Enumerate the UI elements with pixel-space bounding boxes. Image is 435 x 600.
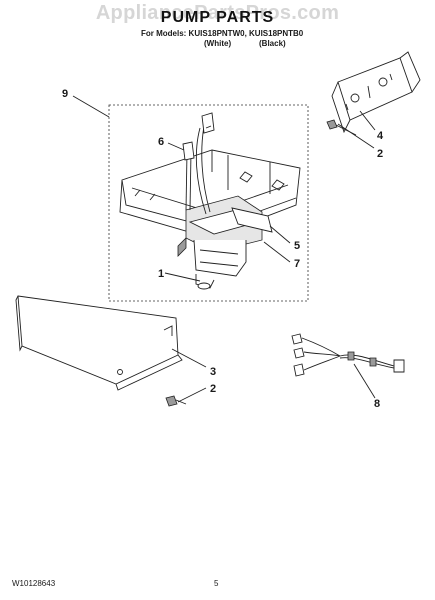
leader-7 <box>263 241 291 263</box>
leader-4 <box>359 110 376 131</box>
bracket-screw <box>326 119 357 136</box>
callout-2a: 2 <box>376 148 384 160</box>
finish-black-label: (Black) <box>259 39 286 48</box>
leader-2b <box>177 387 207 403</box>
cover-screw <box>165 395 187 407</box>
cover-plate <box>15 295 183 391</box>
callout-1: 1 <box>157 268 165 280</box>
sensor-wires <box>182 112 215 215</box>
mounting-bracket <box>331 51 421 134</box>
models-line: For Models: KUIS18PNTW0, KUIS18PNTB0 <box>141 29 304 38</box>
page-number: 5 <box>214 579 219 588</box>
callout-4: 4 <box>376 130 384 142</box>
callout-7: 7 <box>293 258 301 270</box>
callout-9: 9 <box>61 88 69 100</box>
assembly-outline <box>108 104 309 302</box>
doc-number: W10128643 <box>12 579 56 588</box>
watermark: AppliancePartsPros.com <box>95 2 340 24</box>
finish-white-label: (White) <box>204 39 232 48</box>
leader-8 <box>353 363 376 399</box>
leader-6 <box>167 142 185 151</box>
leader-3 <box>171 348 207 368</box>
pump-strap <box>231 207 273 233</box>
leader-1 <box>164 272 201 282</box>
callout-2b: 2 <box>209 383 217 395</box>
leader-9 <box>72 95 110 118</box>
callout-5: 5 <box>293 240 301 252</box>
leader-5 <box>269 225 291 244</box>
page-title: PUMP PARTS <box>160 9 275 26</box>
callout-8: 8 <box>373 398 381 410</box>
leader-2a <box>337 123 375 149</box>
callout-6: 6 <box>157 136 165 148</box>
wire-harness <box>291 333 405 377</box>
callout-3: 3 <box>209 366 217 378</box>
pump-outlet <box>195 274 215 290</box>
